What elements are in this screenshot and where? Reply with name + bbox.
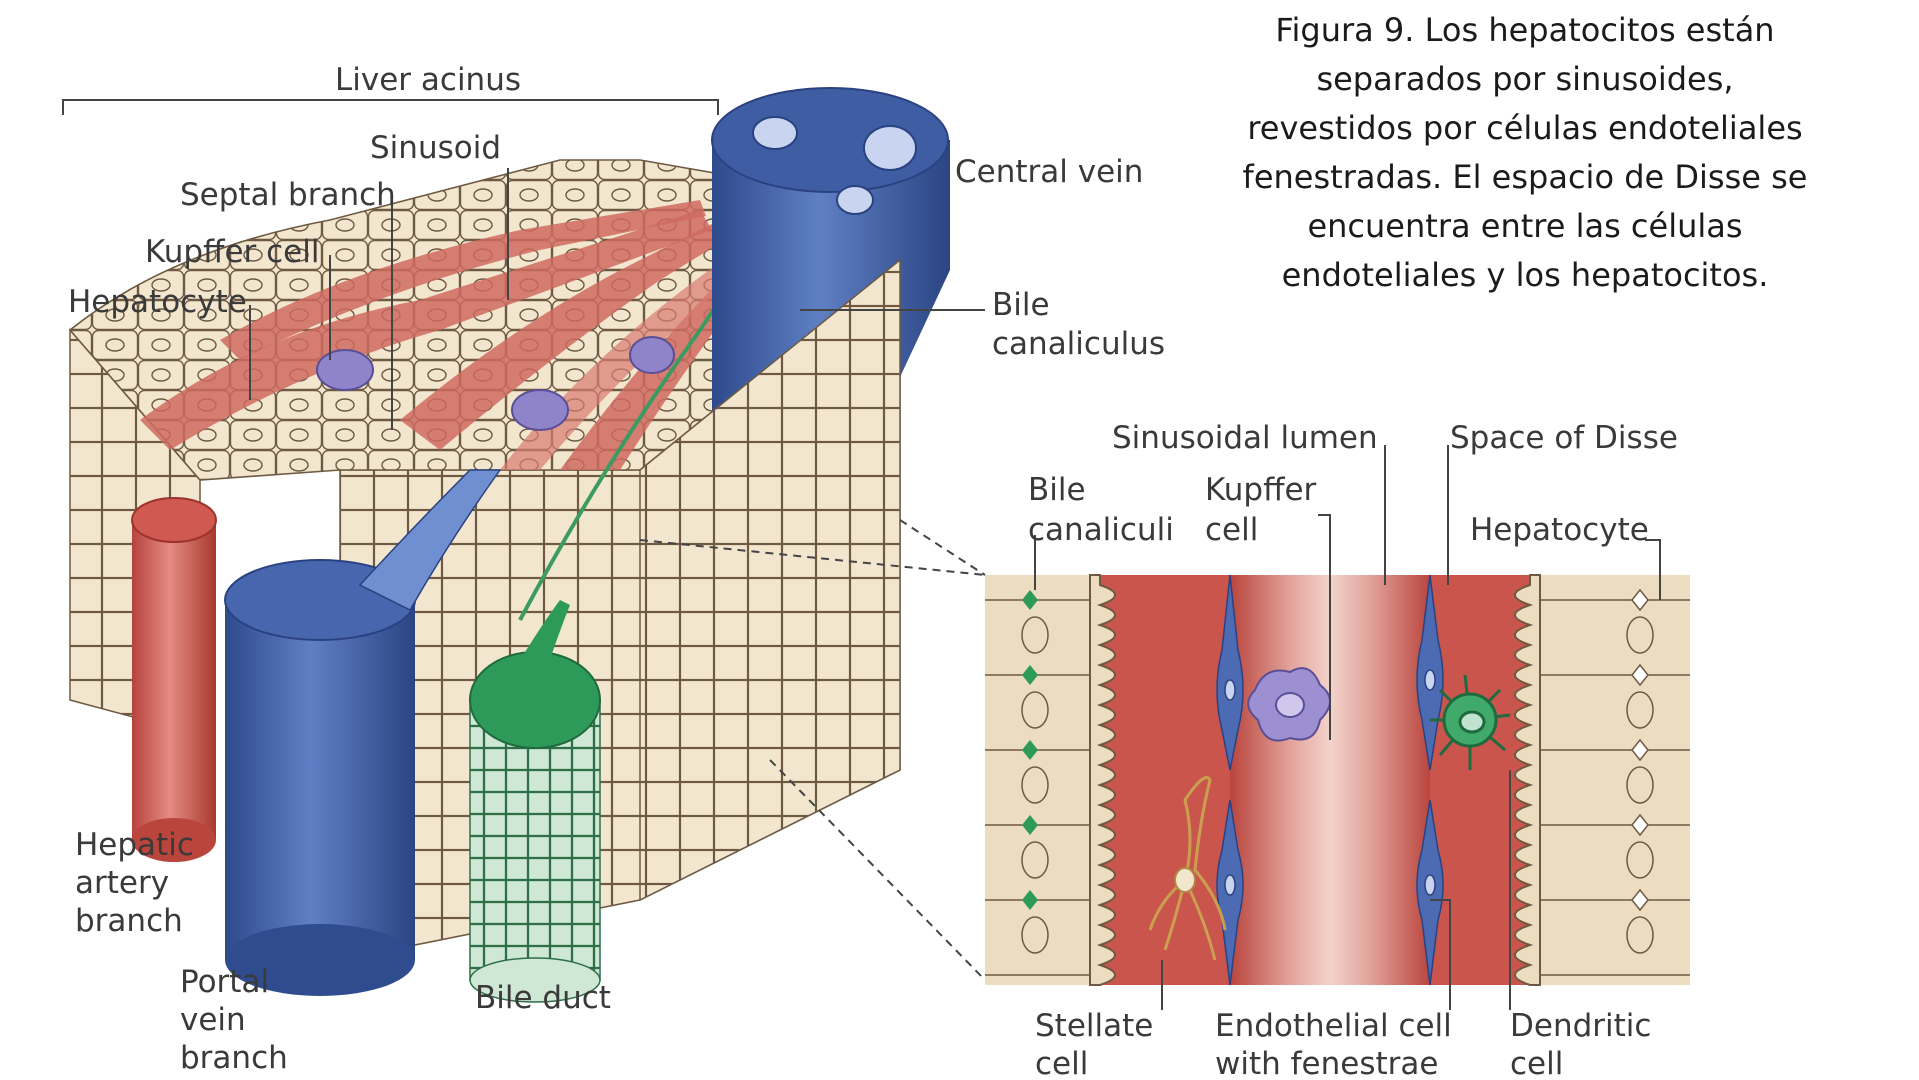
label-bile-canaliculi: Bile xyxy=(1028,472,1086,508)
cell-block-front-overlay xyxy=(639,258,901,902)
hepatocyte-column-right xyxy=(1540,575,1690,985)
microvilli-right xyxy=(1514,574,1541,986)
caption-line: endoteliales y los hepatocitos. xyxy=(1281,256,1769,294)
label-central-vein: Central vein xyxy=(955,154,1143,190)
label-endothelial-cell: Endothelial cell xyxy=(1215,1008,1452,1044)
sinusoid-channel xyxy=(220,200,706,360)
hepatocyte-column-left xyxy=(985,575,1090,985)
microvilli-left xyxy=(1089,574,1116,986)
kupffer-cell xyxy=(629,336,675,374)
stellate-cell xyxy=(1148,776,1227,961)
bile-duct-connector xyxy=(520,600,570,665)
label-bile-duct: Bile duct xyxy=(475,980,611,1016)
zoom-line xyxy=(899,519,986,576)
central-vein-opening xyxy=(752,116,798,150)
bile-canaliculi-markers-right xyxy=(1631,588,1649,912)
label-sinusoid: Sinusoid xyxy=(370,130,501,166)
caption-line: separados por sinusoides, xyxy=(1316,60,1734,98)
label-septal-branch: Septal branch xyxy=(180,177,396,213)
portal-vein-branch-bottom xyxy=(225,924,415,996)
label-kupffer-inset: cell xyxy=(1205,512,1258,548)
label-kupffer-cell: Kupffer cell xyxy=(145,234,319,270)
label-hepatic-artery: artery xyxy=(75,865,169,901)
caption-line: fenestradas. El espacio de Disse se xyxy=(1242,158,1808,196)
kupffer-cell-inset xyxy=(1247,667,1331,742)
label-dendritic-cell: cell xyxy=(1510,1046,1563,1080)
portal-vein-branch xyxy=(225,600,415,960)
hepatic-artery-branch-bottom xyxy=(132,818,216,862)
label-space-of-disse: Space of Disse xyxy=(1450,420,1678,456)
label-dendritic-cell: Dendritic xyxy=(1510,1008,1651,1044)
kupffer-cell xyxy=(511,389,569,431)
endothelial-cell-left xyxy=(1216,574,1244,986)
liver-acinus-bracket xyxy=(62,99,719,115)
label-stellate-cell: cell xyxy=(1035,1046,1088,1080)
leader-line xyxy=(1645,539,1661,600)
label-hepatic-artery: branch xyxy=(75,903,183,939)
hepatic-artery-branch xyxy=(132,520,216,840)
sinusoid-inset xyxy=(985,445,1690,1010)
kupffer-cell xyxy=(316,349,374,391)
caption-line: encuentra entre las células xyxy=(1307,207,1743,245)
label-sinusoidal-lumen: Sinusoidal lumen xyxy=(1112,420,1378,456)
label-stellate-cell: Stellate xyxy=(1035,1008,1153,1044)
bile-canaliculi-markers xyxy=(1022,590,1038,910)
label-hepatocyte-inset: Hepatocyte xyxy=(1470,512,1649,548)
figure-caption: Figura 9. Los hepatocitos están separado… xyxy=(1215,6,1835,300)
dendritic-cell xyxy=(1430,674,1511,770)
central-vein-opening xyxy=(836,185,874,215)
sinusoid-channel xyxy=(140,210,712,450)
label-bile-canaliculus: canaliculus xyxy=(992,326,1165,362)
caption-line: Figura 9. Los hepatocitos están xyxy=(1275,11,1775,49)
label-portal-vein: Portal xyxy=(180,964,269,1000)
label-hepatocyte: Hepatocyte xyxy=(68,284,247,320)
hepatic-artery-branch-top xyxy=(131,497,217,543)
label-hepatic-artery: Hepatic xyxy=(75,827,194,863)
sinusoid-channel xyxy=(400,215,738,450)
central-vein-opening xyxy=(863,125,917,171)
label-bile-canaliculi: canaliculi xyxy=(1028,512,1174,548)
label-endothelial-cell: with fenestrae xyxy=(1215,1046,1438,1080)
label-bile-canaliculus: Bile xyxy=(992,287,1050,323)
label-portal-vein: branch xyxy=(180,1040,288,1076)
label-liver-acinus: Liver acinus xyxy=(335,62,521,98)
caption-line: revestidos por células endoteliales xyxy=(1247,109,1803,147)
liver-block xyxy=(62,87,986,1003)
leader-line xyxy=(1430,899,1451,1010)
label-kupffer-inset: Kupffer xyxy=(1205,472,1317,508)
bile-duct-bottom xyxy=(469,957,601,1003)
septal-branch xyxy=(358,469,502,611)
labels: Liver acinus Sinusoid Septal branch Kupf… xyxy=(68,62,1678,1080)
zoom-line xyxy=(769,759,986,981)
hepatocyte-rows-right xyxy=(1540,599,1690,976)
leader-line xyxy=(1318,514,1331,740)
bile-duct-top xyxy=(469,651,601,749)
label-portal-vein: vein xyxy=(180,1002,246,1038)
zoom-line xyxy=(639,539,986,576)
